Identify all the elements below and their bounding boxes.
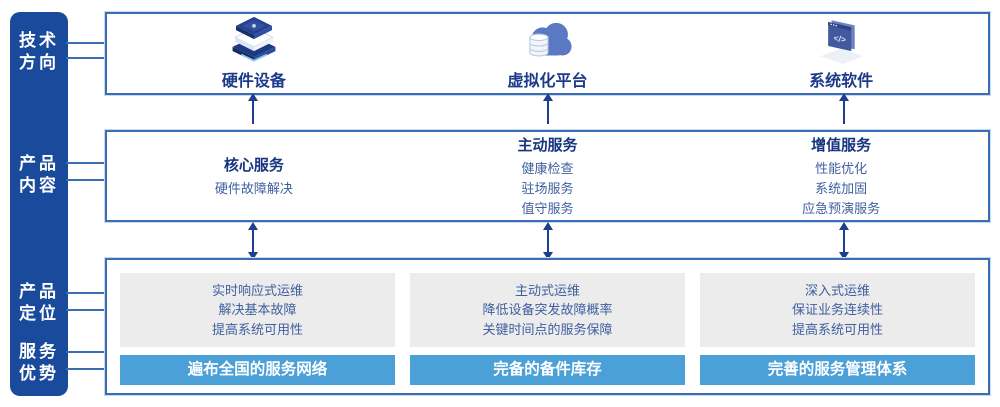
double-arrow-icon (839, 222, 849, 260)
connector-line (66, 368, 107, 370)
sidebar-label-product-positioning: 产品 定位 (10, 281, 68, 325)
sidebar-label-line: 技术 (19, 31, 59, 50)
server-stack-icon (107, 16, 401, 64)
sidebar-label-product-content: 产品 内容 (10, 153, 68, 197)
tech-item-label: 系统软件 (809, 73, 874, 90)
service-column-value-added: 增值服务 性能优化 系统加固 应急预演服务 (694, 134, 988, 219)
sidebar-label-line: 方向 (19, 53, 59, 72)
advantage-banner: 遍布全国的服务网络 (120, 355, 395, 385)
category-sidebar: 技术 方向 产品 内容 产品 定位 服务 优势 (10, 12, 68, 396)
product-content-box: 核心服务 硬件故障解决 主动服务 健康检查 驻场服务 值守服务 增值服务 性能优… (105, 130, 990, 222)
positioning-line: 提高系统可用性 (791, 321, 883, 337)
sidebar-label-service-advantage: 服务 优势 (10, 341, 68, 385)
double-arrow-icon (543, 222, 553, 260)
sidebar-label-line: 定位 (19, 304, 59, 323)
sidebar-label-tech-direction: 技术 方向 (10, 30, 68, 74)
service-item: 应急预演服务 (802, 200, 881, 216)
service-heading: 增值服务 (811, 136, 872, 154)
tech-item-virtualization: 虚拟化平台 (401, 16, 695, 91)
service-item: 健康检查 (521, 160, 574, 176)
sidebar-label-line: 服务 (19, 342, 59, 361)
service-item: 值守服务 (521, 200, 574, 216)
positioning-column-3: 深入式运维 保证业务连续性 提高系统可用性 完善的服务管理体系 (700, 273, 975, 385)
connector-line (66, 162, 107, 164)
service-heading: 主动服务 (517, 136, 578, 154)
code-window-icon: </> (694, 16, 988, 64)
cloud-database-icon (401, 16, 695, 64)
positioning-advantage-box: 实时响应式运维 解决基本故障 提高系统可用性 遍布全国的服务网络 主动式运维 降… (105, 258, 990, 395)
service-column-proactive: 主动服务 健康检查 驻场服务 值守服务 (401, 134, 695, 219)
positioning-panel: 深入式运维 保证业务连续性 提高系统可用性 (700, 273, 975, 347)
positioning-line: 关键时间点的服务保障 (482, 321, 613, 337)
sidebar-label-line: 内容 (19, 176, 59, 195)
up-arrow-icon (839, 93, 849, 124)
positioning-column-2: 主动式运维 降低设备突发故障概率 关键时间点的服务保障 完备的备件库存 (410, 273, 685, 385)
advantage-banner: 完善的服务管理体系 (700, 355, 975, 385)
sidebar-label-line: 产品 (19, 154, 59, 173)
connector-line (66, 292, 107, 294)
service-item: 系统加固 (815, 180, 868, 196)
connector-line (66, 309, 107, 311)
tech-direction-box: 硬件设备 虚拟化平台 (105, 12, 990, 95)
advantage-banner: 完备的备件库存 (410, 355, 685, 385)
service-heading: 核心服务 (223, 156, 284, 174)
tech-item-hardware: 硬件设备 (107, 16, 401, 91)
positioning-line: 保证业务连续性 (791, 302, 883, 318)
positioning-column-1: 实时响应式运维 解决基本故障 提高系统可用性 遍布全国的服务网络 (120, 273, 395, 385)
positioning-panel: 实时响应式运维 解决基本故障 提高系统可用性 (120, 273, 395, 347)
connector-line (66, 57, 107, 59)
sidebar-label-line: 产品 (19, 282, 59, 301)
connector-line (66, 42, 107, 44)
double-arrow-icon (248, 222, 258, 260)
connector-line (66, 179, 107, 181)
positioning-panel: 主动式运维 降低设备突发故障概率 关键时间点的服务保障 (410, 273, 685, 347)
up-arrow-icon (543, 93, 553, 124)
svg-text:</>: </> (833, 33, 847, 45)
service-column-core: 核心服务 硬件故障解决 (107, 154, 401, 199)
positioning-line: 降低设备突发故障概率 (482, 302, 613, 318)
service-item: 硬件故障解决 (214, 180, 293, 196)
positioning-line: 深入式运维 (804, 282, 870, 298)
service-item: 性能优化 (815, 160, 868, 176)
service-item: 驻场服务 (521, 180, 574, 196)
up-arrow-icon (248, 93, 258, 124)
positioning-line: 解决基本故障 (218, 302, 297, 318)
tech-item-label: 虚拟化平台 (507, 73, 588, 90)
positioning-line: 主动式运维 (514, 282, 580, 298)
positioning-line: 提高系统可用性 (211, 321, 303, 337)
tech-item-label: 硬件设备 (221, 73, 286, 90)
sidebar-label-line: 优势 (19, 364, 59, 383)
positioning-line: 实时响应式运维 (211, 282, 303, 298)
connector-line (66, 351, 107, 353)
tech-item-system-software: </> 系统软件 (694, 16, 988, 91)
